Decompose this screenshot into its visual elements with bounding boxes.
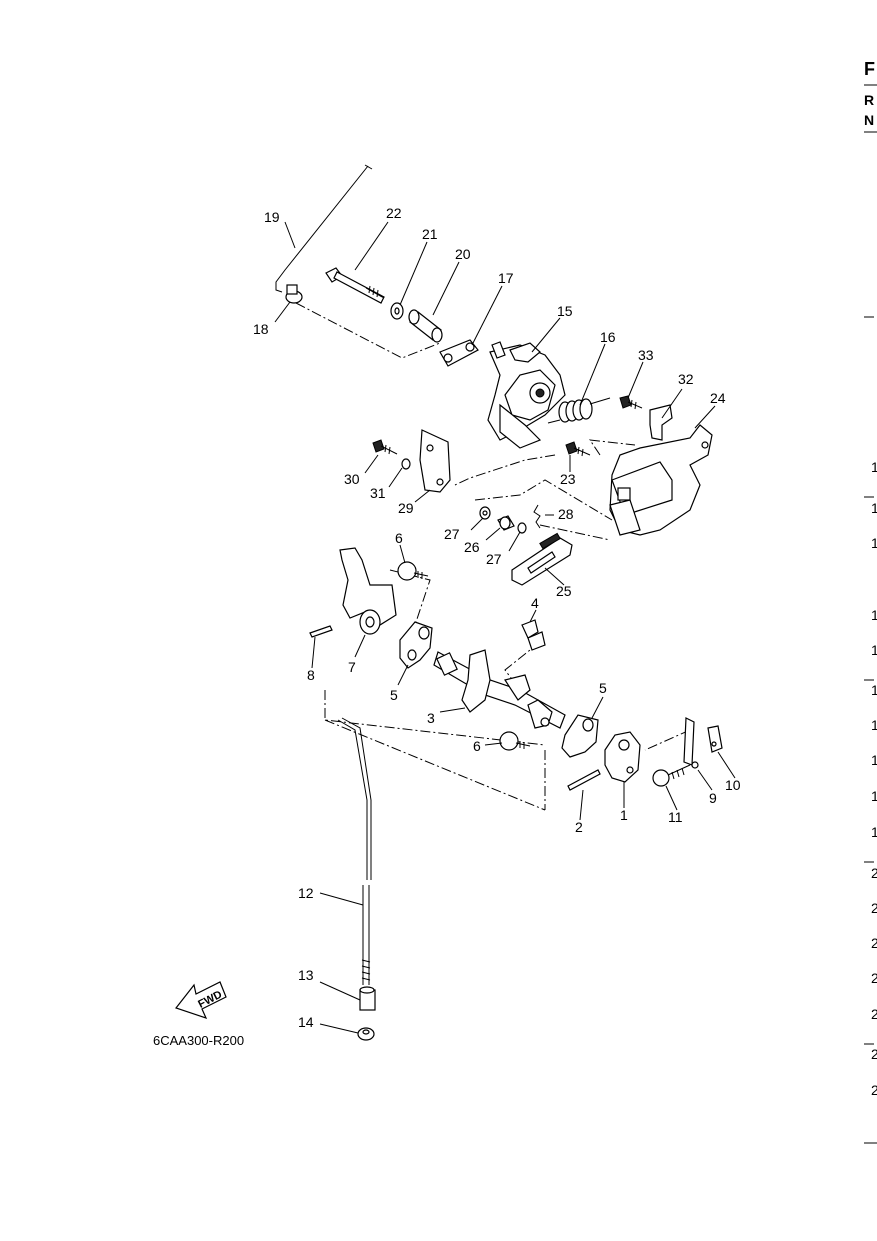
part-26-collar bbox=[497, 515, 515, 531]
callout-20: 20 bbox=[455, 246, 471, 262]
callout-32: 32 bbox=[678, 371, 694, 387]
callout-2: 2 bbox=[575, 819, 583, 835]
part-23-screw bbox=[565, 441, 591, 457]
part-27-washer-a bbox=[479, 506, 491, 520]
callout-21: 21 bbox=[422, 226, 438, 242]
edge-row-10: 2 bbox=[871, 865, 877, 881]
part-10-tab bbox=[707, 725, 723, 753]
edge-row-9: 1 bbox=[871, 824, 877, 840]
callout-31: 31 bbox=[370, 485, 386, 501]
part-30-bolt bbox=[372, 439, 398, 455]
part-9-plate bbox=[683, 717, 699, 769]
part-8-pin bbox=[309, 625, 333, 638]
part-15-throttle-cam bbox=[487, 341, 566, 449]
callout-6a: 6 bbox=[395, 530, 403, 546]
callout-10: 10 bbox=[725, 777, 741, 793]
edge-row-2: 1 bbox=[871, 535, 877, 551]
part-24-bracket bbox=[609, 424, 713, 536]
edge-row-4: 1 bbox=[871, 642, 877, 658]
part-20-collar bbox=[408, 309, 443, 343]
part-17-link bbox=[439, 339, 479, 367]
part-25-slider bbox=[511, 532, 573, 586]
part-32-clip bbox=[649, 404, 673, 441]
callout-28: 28 bbox=[558, 506, 574, 522]
callout-17: 17 bbox=[498, 270, 514, 286]
callout-25: 25 bbox=[556, 583, 572, 599]
part-12-shift-rod bbox=[337, 717, 372, 985]
part-11-bolt bbox=[652, 764, 691, 787]
edge-row-11: 2 bbox=[871, 900, 877, 916]
edge-row-12: 2 bbox=[871, 935, 877, 951]
part-7-lever bbox=[339, 547, 397, 635]
callout-7: 7 bbox=[348, 659, 356, 675]
callout-5a: 5 bbox=[390, 687, 398, 703]
callout-16: 16 bbox=[600, 329, 616, 345]
callout-30: 30 bbox=[344, 471, 360, 487]
callout-leader-lines bbox=[274, 221, 736, 1034]
edge-row-13: 2 bbox=[871, 970, 877, 986]
part-14-nut bbox=[357, 1027, 375, 1041]
part-33-screw bbox=[619, 395, 643, 410]
callout-4: 4 bbox=[531, 595, 539, 611]
edge-row-5: 1 bbox=[871, 682, 877, 698]
callout-23: 23 bbox=[560, 471, 576, 487]
edge-row-3: 1 bbox=[871, 607, 877, 623]
part-3-shift-shaft bbox=[433, 649, 566, 729]
callout-12: 12 bbox=[298, 885, 314, 901]
edge-header-1: R bbox=[864, 92, 874, 108]
callout-22: 22 bbox=[386, 205, 402, 221]
fwd-arrow-icon: FWD bbox=[175, 981, 227, 1019]
callout-33: 33 bbox=[638, 347, 654, 363]
callout-5b: 5 bbox=[599, 680, 607, 696]
part-22-bolt bbox=[325, 267, 385, 304]
callout-11: 11 bbox=[668, 809, 683, 825]
callout-27b: 27 bbox=[486, 551, 502, 567]
edge-row-7: 1 bbox=[871, 752, 877, 768]
part-19-rod bbox=[275, 164, 373, 293]
callout-15: 15 bbox=[557, 303, 573, 319]
edge-header-2: N bbox=[864, 112, 874, 128]
callout-1: 1 bbox=[620, 807, 628, 823]
callout-18: 18 bbox=[253, 321, 269, 337]
edge-row-16: 2 bbox=[871, 1082, 877, 1098]
part-5-collar-b bbox=[561, 714, 599, 758]
callout-19: 19 bbox=[264, 209, 280, 225]
callout-8: 8 bbox=[307, 667, 315, 683]
edge-row-6: 1 bbox=[871, 717, 877, 733]
part-4-clip bbox=[521, 619, 546, 651]
edge-row-15: 2 bbox=[871, 1046, 877, 1062]
callout-3: 3 bbox=[427, 710, 435, 726]
callout-26: 26 bbox=[464, 539, 480, 555]
edge-row-8: 1 bbox=[871, 788, 877, 804]
part-1-cam bbox=[604, 731, 641, 783]
edge-header-0: F bbox=[864, 59, 875, 79]
callout-24: 24 bbox=[710, 390, 726, 406]
assembly-guide-lines bbox=[295, 302, 691, 811]
part-27-washer-b bbox=[517, 522, 527, 534]
part-2-pin bbox=[567, 769, 601, 791]
part-6-bolt-b bbox=[499, 731, 531, 751]
callout-labels: 19 22 21 20 17 18 15 16 33 32 24 23 30 3… bbox=[253, 205, 741, 1030]
edge-row-14: 2 bbox=[871, 1006, 877, 1022]
part-21-washer bbox=[390, 302, 404, 320]
callout-13: 13 bbox=[298, 967, 314, 983]
callout-14: 14 bbox=[298, 1014, 314, 1030]
part-29-plate bbox=[419, 429, 451, 493]
right-edge-column: F R N 1 1 1 1 1 1 1 1 1 1 2 2 2 2 2 2 2 bbox=[864, 59, 877, 1144]
edge-row-1: 1 bbox=[871, 500, 877, 516]
callout-27a: 27 bbox=[444, 526, 460, 542]
part-28-pin bbox=[533, 504, 541, 529]
part-31-washer bbox=[401, 458, 411, 470]
callout-9: 9 bbox=[709, 790, 717, 806]
part-6-bolt-a bbox=[397, 561, 429, 581]
drawing-code: 6CAA300-R200 bbox=[153, 1033, 244, 1048]
part-13-connector bbox=[359, 986, 376, 1011]
part-5-collar-a bbox=[399, 621, 433, 669]
callout-6b: 6 bbox=[473, 738, 481, 754]
part-18-ball-joint bbox=[285, 284, 303, 304]
edge-row-0: 1 bbox=[871, 459, 877, 475]
callout-29: 29 bbox=[398, 500, 414, 516]
part-16-spring bbox=[547, 397, 611, 424]
